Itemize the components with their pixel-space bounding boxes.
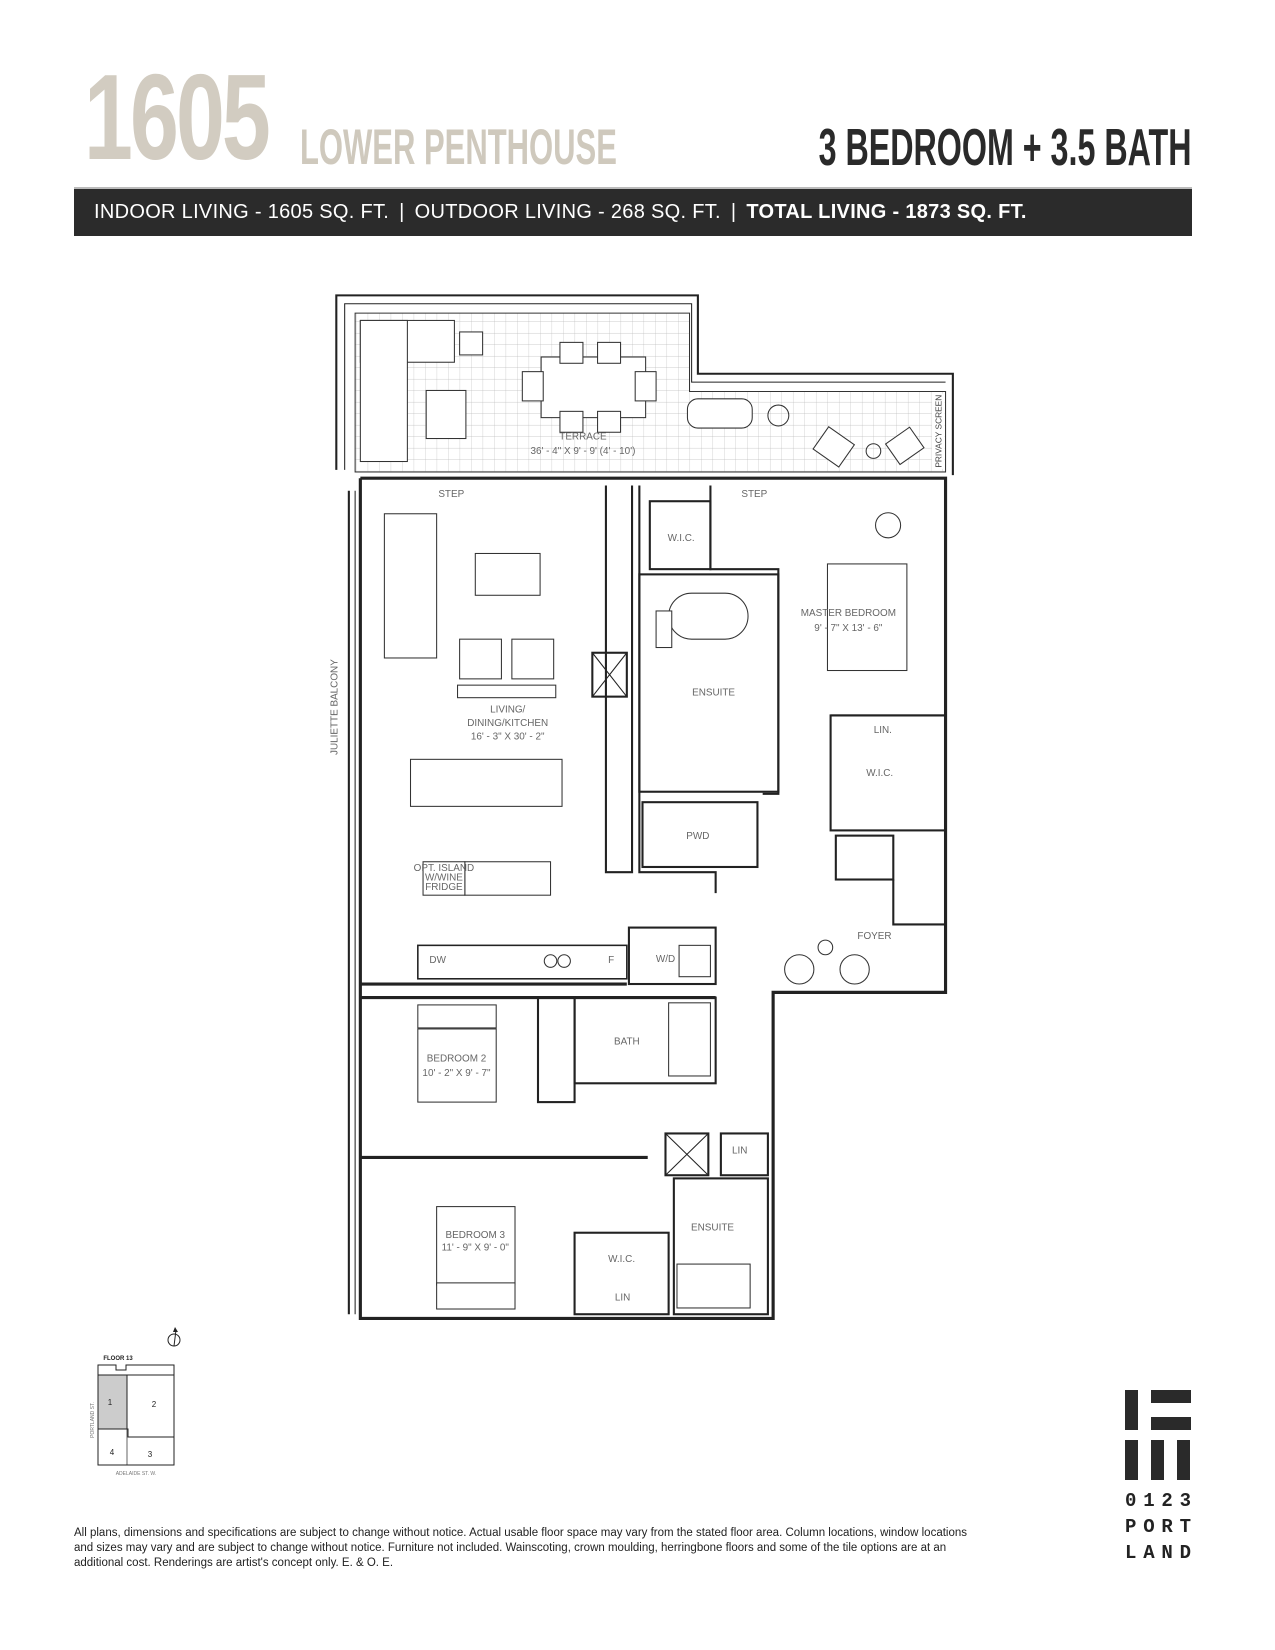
master-linen-label: LIN. [874, 725, 892, 736]
walls [347, 476, 948, 1320]
master-ensuite-label: ENSUITE [692, 688, 735, 699]
logo-char: O [1143, 1516, 1155, 1538]
unit-3: 3 [148, 1450, 153, 1459]
unit-1-highlight [97, 1374, 128, 1430]
furniture [383, 512, 908, 1310]
logo-char: T [1179, 1516, 1191, 1538]
logo-char: 2 [1161, 1490, 1173, 1512]
separator: | [730, 201, 737, 223]
logo-char: 3 [1179, 1490, 1191, 1512]
separator: | [399, 201, 405, 223]
unit-type: LOWER PENTHOUSE [300, 119, 617, 175]
master-bedroom-dims: 9' - 7" X 13' - 6" [814, 623, 883, 634]
adelaide-street-label: ADELAIDE ST. W. [116, 1471, 157, 1477]
fridge-label: F [608, 955, 614, 966]
unit-1: 1 [108, 1398, 113, 1407]
unit-4: 4 [110, 1448, 115, 1457]
dishwasher-label: DW [429, 955, 446, 966]
bedroom-2-label: BEDROOM 2 [427, 1053, 487, 1064]
bedroom-3-linen-label: LIN [615, 1293, 630, 1304]
logo-char: L [1125, 1542, 1137, 1564]
unit-2: 2 [152, 1400, 157, 1409]
bedroom-3-wic-label: W.I.C. [608, 1254, 635, 1265]
master-wic-label: W.I.C. [668, 533, 695, 544]
privacy-screen-label: PRIVACY SCREEN [933, 395, 943, 468]
living-label-2: DINING/KITCHEN [467, 718, 548, 729]
wic-2-label: W.I.C. [866, 768, 893, 779]
bath-label: BATH [614, 1037, 640, 1048]
north-arrow-icon [167, 1327, 181, 1347]
master-bedroom-label: MASTER BEDROOM [801, 608, 896, 619]
unit-number: 1605 [84, 49, 271, 185]
total-area: TOTAL LIVING - 1873 SQ. FT. [746, 201, 1027, 223]
logo-char: 0 [1125, 1490, 1137, 1512]
opt-island-1: OPT. ISLAND [414, 863, 475, 874]
bedroom-3-ensuite-label: ENSUITE [691, 1223, 734, 1234]
outdoor-area: OUTDOOR LIVING - 268 SQ. FT. [414, 201, 721, 223]
logo-mark [1125, 1390, 1195, 1488]
bedroom-bath-count: 3 BEDROOM + 3.5 BATH [818, 119, 1191, 177]
logo-char: R [1161, 1516, 1173, 1538]
area-summary-bar: INDOOR LIVING - 1605 SQ. FT. | OUTDOOR L… [74, 187, 1192, 236]
juliette-balcony-label: JULIETTE BALCONY [329, 659, 340, 755]
living-dims: 16' - 3" X 30' - 2" [471, 731, 545, 742]
room-labels: STEP STEP JULIETTE BALCONY LIVING/ DININ… [329, 489, 896, 1304]
step-label: STEP [741, 489, 767, 500]
opt-island-3: FRIDGE [425, 882, 463, 893]
foyer-label: FOYER [857, 931, 891, 942]
powder-room-label: PWD [686, 831, 709, 842]
living-label-1: LIVING/ [490, 704, 525, 715]
step-label: STEP [438, 489, 464, 500]
logo-char: A [1143, 1542, 1155, 1564]
hall-linen-label: LIN [732, 1145, 747, 1156]
terrace-dims: 36' - 4" X 9' - 9' (4' - 10') [530, 446, 635, 457]
terrace: TERRACE 36' - 4" X 9' - 9' (4' - 10') PR… [335, 294, 954, 476]
portland-street-label: PORTLAND ST. [90, 1402, 96, 1438]
key-plan: FLOOR 13 1 2 3 4 PORTLAND ST. ADELAIDE S… [90, 1327, 181, 1477]
terrace-label: TERRACE [559, 432, 607, 443]
logo-char: 1 [1143, 1490, 1155, 1512]
bedroom-3-dims: 11' - 9" X 9' - 0" [442, 1242, 510, 1253]
washer-dryer-label: W/D [656, 954, 675, 965]
indoor-area: INDOOR LIVING - 1605 SQ. FT. [94, 201, 390, 223]
logo-char: P [1125, 1516, 1137, 1538]
floor-label: FLOOR 13 [103, 1356, 133, 1362]
bedroom-2-dims: 10' - 2" X 9' - 7" [422, 1068, 491, 1079]
floor-plan: TERRACE 36' - 4" X 9' - 9' (4' - 10') PR… [329, 294, 954, 1320]
logo-char: D [1179, 1542, 1191, 1564]
disclaimer: All plans, dimensions and specifications… [74, 1527, 968, 1569]
logo-char: N [1161, 1542, 1173, 1564]
opt-island-2: W/WINE [425, 873, 463, 884]
bedroom-3-label: BEDROOM 3 [446, 1230, 506, 1241]
